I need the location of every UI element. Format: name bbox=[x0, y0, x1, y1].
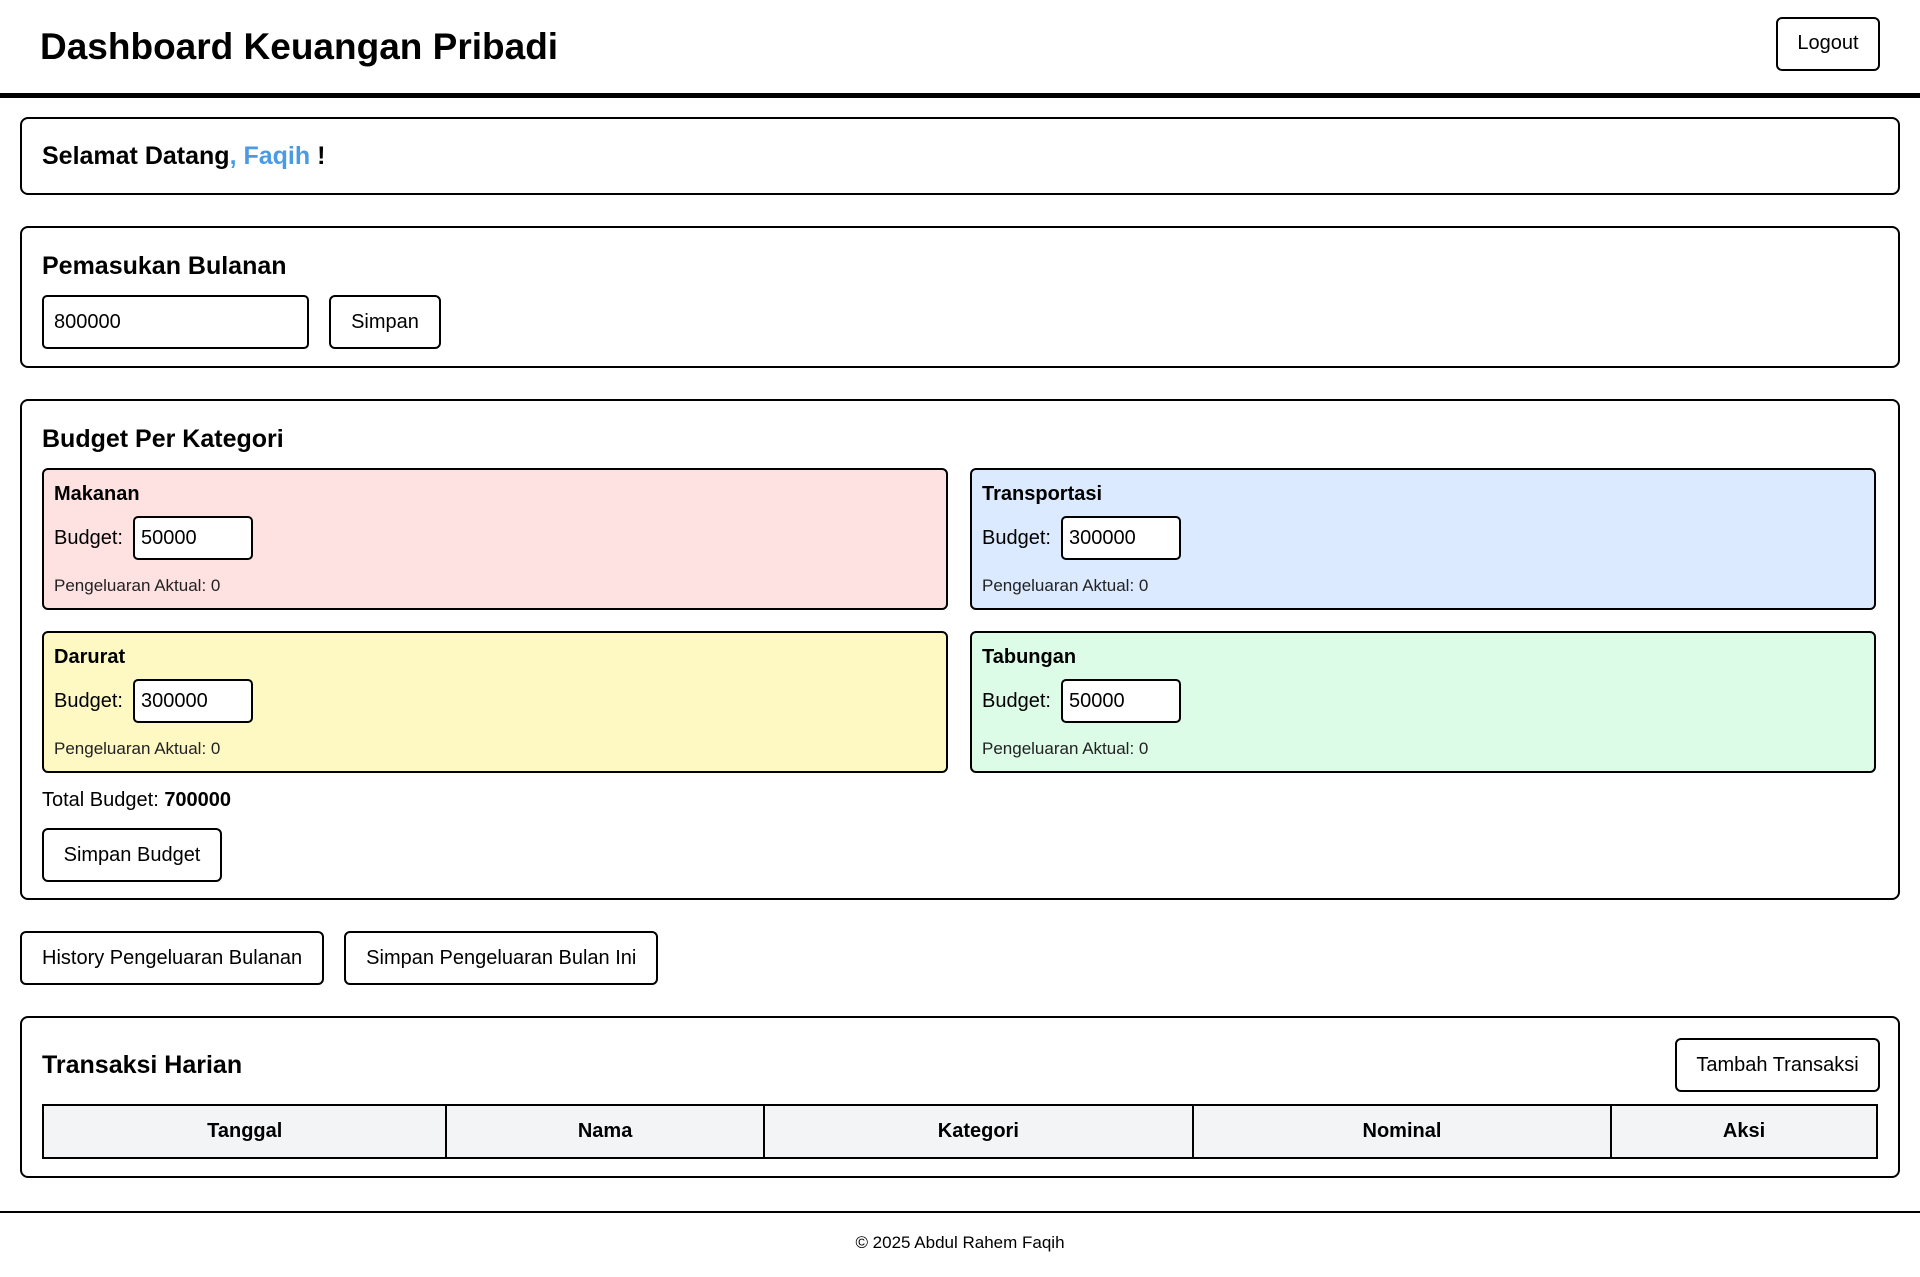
budget-label: Budget: bbox=[982, 689, 1051, 712]
budget-label: Budget: bbox=[54, 526, 123, 549]
category-card-makanan: Makanan Budget: Pengeluaran Aktual: 0 bbox=[42, 468, 948, 610]
footer: © 2025 Abdul Rahem Faqih bbox=[0, 1211, 1920, 1277]
total-budget-value: 700000 bbox=[164, 789, 232, 811]
category-card-transportasi: Transportasi Budget: Pengeluaran Aktual:… bbox=[970, 468, 1876, 610]
category-budget-row: Budget: bbox=[54, 516, 936, 560]
transactions-table: Tanggal Nama Kategori Nominal Aksi bbox=[41, 1104, 1878, 1159]
budget-label: Budget: bbox=[54, 689, 123, 712]
welcome-user-name: , Faqih bbox=[229, 141, 311, 170]
category-name: Transportasi bbox=[982, 483, 1103, 505]
budget-input-makanan[interactable] bbox=[132, 516, 253, 560]
category-card-darurat: Darurat Budget: Pengeluaran Aktual: 0 bbox=[42, 631, 948, 773]
category-actual: Pengeluaran Aktual: 0 bbox=[982, 576, 1149, 595]
income-row: Simpan bbox=[42, 295, 1878, 349]
transactions-title: Transaksi Harian bbox=[42, 1050, 243, 1079]
transactions-header: Transaksi Harian Tambah Transaksi bbox=[42, 1038, 1880, 1092]
welcome-card: Selamat Datang, Faqih ! bbox=[20, 117, 1900, 195]
footer-copyright: © 2025 Abdul Rahem Faqih bbox=[855, 1233, 1065, 1252]
column-header-nama: Nama bbox=[445, 1104, 765, 1159]
column-header-tanggal: Tanggal bbox=[41, 1104, 448, 1159]
income-title: Pemasukan Bulanan bbox=[42, 252, 287, 280]
budget-input-darurat[interactable] bbox=[132, 679, 253, 723]
category-name: Tabungan bbox=[982, 646, 1077, 668]
main-content: Selamat Datang, Faqih ! Pemasukan Bulana… bbox=[0, 117, 1920, 1178]
total-budget-label: Total Budget: bbox=[42, 789, 159, 811]
save-income-button[interactable]: Simpan bbox=[329, 295, 441, 349]
budget-card: Budget Per Kategori Makanan Budget: Peng… bbox=[20, 399, 1900, 900]
budget-label: Budget: bbox=[982, 526, 1051, 549]
category-actual: Pengeluaran Aktual: 0 bbox=[54, 576, 221, 595]
category-card-tabungan: Tabungan Budget: Pengeluaran Aktual: 0 bbox=[970, 631, 1876, 773]
page-title: Dashboard Keuangan Pribadi bbox=[40, 25, 559, 67]
save-month-button[interactable]: Simpan Pengeluaran Bulan Ini bbox=[344, 931, 659, 985]
budget-title: Budget Per Kategori bbox=[42, 425, 284, 453]
category-name: Darurat bbox=[54, 646, 126, 668]
save-budget-button[interactable]: Simpan Budget bbox=[42, 828, 222, 882]
action-buttons: History Pengeluaran Bulanan Simpan Penge… bbox=[20, 931, 1900, 985]
category-budget-row: Budget: bbox=[54, 679, 936, 723]
column-header-kategori: Kategori bbox=[762, 1104, 1194, 1159]
column-header-nominal: Nominal bbox=[1191, 1104, 1613, 1159]
category-grid: Makanan Budget: Pengeluaran Aktual: 0 Tr… bbox=[42, 468, 1878, 773]
income-input[interactable] bbox=[42, 295, 309, 349]
category-actual: Pengeluaran Aktual: 0 bbox=[982, 739, 1149, 758]
header: Dashboard Keuangan Pribadi Logout bbox=[0, 0, 1920, 98]
category-budget-row: Budget: bbox=[982, 679, 1864, 723]
table-header-row: Tanggal Nama Kategori Nominal Aksi bbox=[41, 1104, 1878, 1159]
category-name: Makanan bbox=[54, 483, 140, 505]
welcome-suffix: ! bbox=[310, 141, 326, 170]
budget-input-transportasi[interactable] bbox=[1060, 516, 1181, 560]
category-budget-row: Budget: bbox=[982, 516, 1864, 560]
transactions-card: Transaksi Harian Tambah Transaksi Tangga… bbox=[20, 1016, 1900, 1178]
income-card: Pemasukan Bulanan Simpan bbox=[20, 226, 1900, 368]
welcome-greeting: Selamat Datang bbox=[42, 141, 230, 170]
logout-button[interactable]: Logout bbox=[1776, 16, 1880, 71]
add-transaction-button[interactable]: Tambah Transaksi bbox=[1675, 1038, 1880, 1092]
total-budget: Total Budget: 700000 bbox=[42, 789, 1878, 812]
budget-input-tabungan[interactable] bbox=[1060, 679, 1181, 723]
column-header-aksi: Aksi bbox=[1610, 1104, 1878, 1159]
category-actual: Pengeluaran Aktual: 0 bbox=[54, 739, 221, 758]
history-button[interactable]: History Pengeluaran Bulanan bbox=[20, 931, 325, 985]
